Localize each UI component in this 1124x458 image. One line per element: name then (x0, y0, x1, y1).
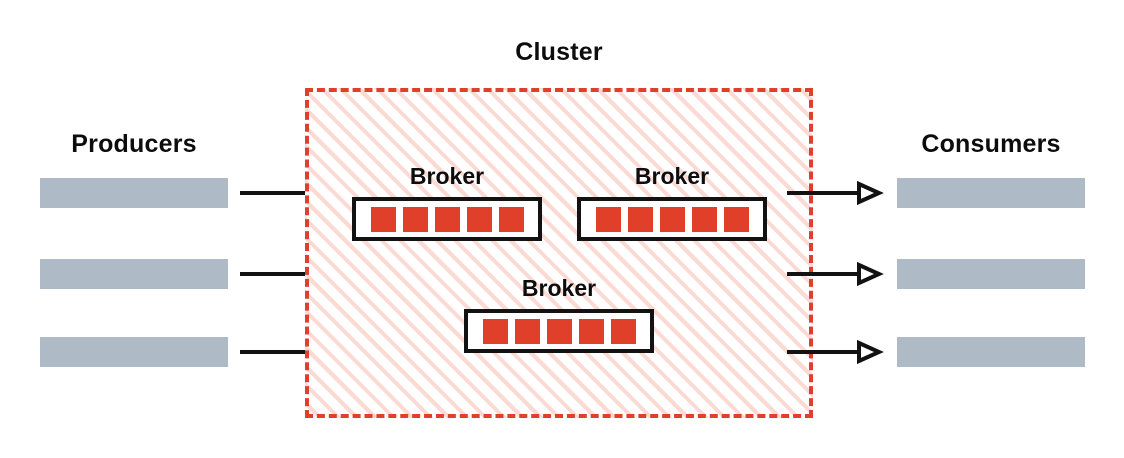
producer-node (40, 178, 228, 208)
partition-cell (691, 206, 717, 232)
partition-cell (482, 318, 508, 344)
consumer-node (897, 178, 1085, 208)
cluster-to-consumer-arrow (787, 261, 884, 287)
cluster-title: Cluster (515, 38, 603, 66)
broker-partition-container (352, 197, 542, 241)
broker-label: Broker (409, 163, 485, 189)
partition-cell (370, 206, 396, 232)
consumer-node (897, 337, 1085, 367)
broker-partition-container (464, 309, 654, 353)
partition-cell (659, 206, 685, 232)
partition-cell (546, 318, 572, 344)
partition-cell (402, 206, 428, 232)
broker-label: Broker (634, 163, 710, 189)
producers-title: Producers (71, 130, 197, 158)
consumers-title: Consumers (921, 130, 1061, 158)
partition-cell (627, 206, 653, 232)
producer-node (40, 337, 228, 367)
broker-label: Broker (521, 275, 597, 301)
partition-cell (578, 318, 604, 344)
cluster-dashed-border (305, 88, 813, 418)
partition-cell (610, 318, 636, 344)
cluster-boundary (305, 88, 813, 418)
partition-cell (514, 318, 540, 344)
broker-node: Broker (464, 277, 654, 353)
partition-cell (595, 206, 621, 232)
broker-partition-container (577, 197, 767, 241)
partition-cell (434, 206, 460, 232)
broker-node: Broker (577, 165, 767, 241)
broker-node: Broker (352, 165, 542, 241)
cluster-to-consumer-arrow (787, 180, 884, 206)
cluster-hatch-fill (305, 88, 813, 418)
cluster-to-consumer-arrow (787, 339, 884, 365)
partition-cell (466, 206, 492, 232)
partition-cell (723, 206, 749, 232)
partition-cell (498, 206, 524, 232)
consumer-node (897, 259, 1085, 289)
producer-node (40, 259, 228, 289)
